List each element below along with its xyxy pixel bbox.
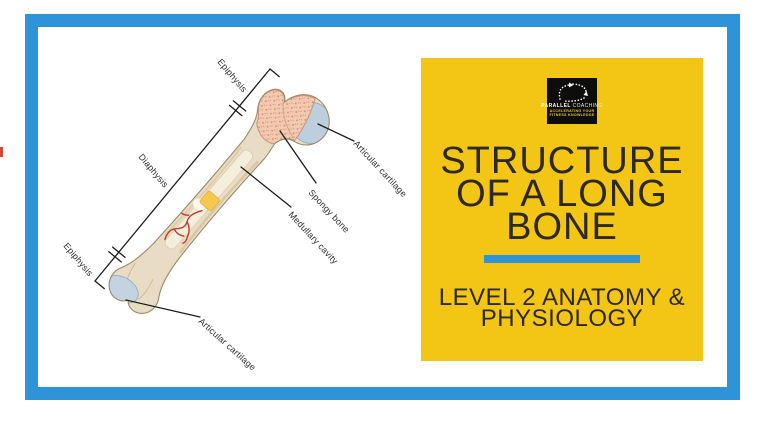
title-panel: PARALLEL COACHING ACCELERATING YOUR FITN… — [421, 58, 703, 361]
label-epiphysis-top: Epiphysis — [215, 57, 249, 95]
edge-artifact — [0, 147, 3, 157]
logo-brand-secondary: COACHING — [572, 103, 603, 109]
yellow-marrow-patch — [199, 190, 220, 212]
line-articular-cartilage-top — [317, 123, 355, 142]
divider-bar — [484, 255, 640, 263]
logo-brand-primary: PARALLEL — [541, 103, 571, 109]
logo-swirl-icon — [558, 82, 588, 102]
slide-subtitle: LEVEL 2 ANATOMY & PHYSIOLOGY — [421, 284, 703, 332]
slide-border-frame — [25, 14, 740, 400]
logo-tagline-line2: FITNESS KNOWLEDGE — [549, 113, 595, 118]
subtitle-line-1: LEVEL 2 ANATOMY & — [438, 284, 686, 311]
logo-tagline-line1: ACCELERATING YOUR — [549, 109, 595, 113]
line-medullary-cavity — [240, 166, 292, 208]
bone-illustration — [98, 69, 341, 333]
line-spongy-bone — [279, 130, 317, 184]
label-diaphysis: Diaphysis — [136, 152, 170, 190]
label-epiphysis-bottom: Epiphysis — [61, 241, 95, 279]
title-line-2: OF A LONG — [456, 173, 668, 215]
callout-lines — [125, 123, 355, 318]
nutrient-artery — [164, 210, 203, 244]
label-spongy-bone: Spongy bone — [307, 188, 352, 235]
label-articular-cartilage-bottom: Articular cartilage — [197, 316, 258, 372]
slide-title: STRUCTURE OF A LONG BONE — [421, 140, 703, 248]
brand-logo: PARALLEL COACHING ACCELERATING YOUR FITN… — [541, 78, 602, 124]
line-articular-cartilage-bottom — [125, 299, 201, 318]
region-bracket — [94, 68, 280, 290]
label-articular-cartilage-top: Articular cartilage — [352, 139, 409, 199]
subtitle-line-2: PHYSIOLOGY — [480, 305, 644, 332]
title-line-3: BONE — [506, 206, 618, 248]
logo-brand-text: PARALLEL COACHING — [541, 103, 602, 109]
title-line-1: STRUCTURE — [440, 140, 684, 182]
